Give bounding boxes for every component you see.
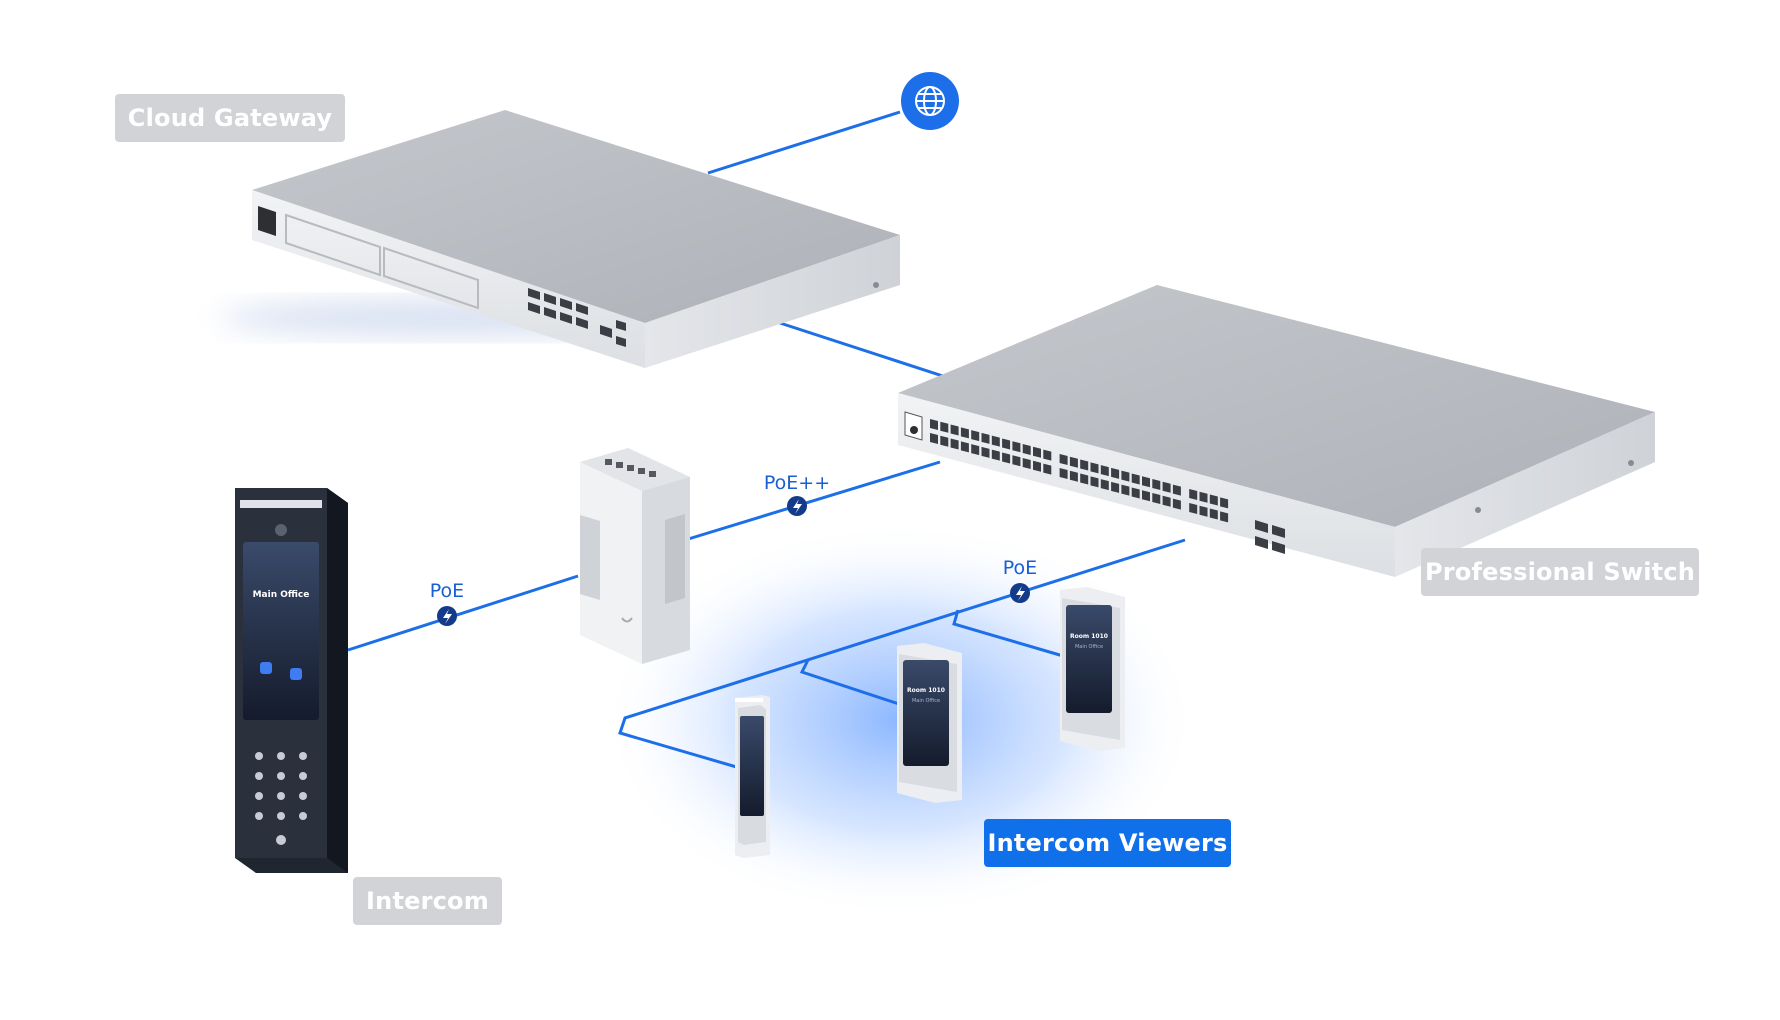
switch-port xyxy=(971,444,980,456)
switch-port xyxy=(1172,484,1181,496)
switch-port xyxy=(930,419,938,430)
switch-port xyxy=(1189,488,1198,500)
intercom-viewer-1 xyxy=(735,695,770,858)
switch-port xyxy=(950,424,959,436)
switch-port xyxy=(1002,452,1011,464)
switch-port xyxy=(1100,479,1109,491)
intercom-viewer-3 xyxy=(1060,587,1125,751)
cloud-gateway-device xyxy=(220,110,900,368)
viewer-2-screen xyxy=(903,660,949,766)
poe-hub-device xyxy=(580,448,690,664)
switch-hub-poe-plus-link xyxy=(684,460,941,542)
switch-port xyxy=(1022,444,1031,456)
switch-port xyxy=(1059,467,1068,479)
switch-port xyxy=(1199,505,1208,517)
switch-port xyxy=(1131,473,1140,485)
professional-switch-device xyxy=(898,285,1655,577)
internet-node xyxy=(901,72,959,130)
switch-port xyxy=(1100,465,1109,477)
intercom-viewers-label: Intercom Viewers xyxy=(984,819,1231,867)
switch-viewer-1-link xyxy=(618,538,1186,770)
switch-port xyxy=(940,435,949,447)
switch-port-block xyxy=(930,419,1229,523)
intercom-keypad xyxy=(255,752,307,845)
switch-port xyxy=(1033,446,1041,458)
switch-port xyxy=(1209,508,1218,520)
poe-intercom-badge: PoE xyxy=(430,580,464,626)
switch-port xyxy=(960,441,969,453)
switch-port xyxy=(1080,473,1089,485)
switch-port xyxy=(1043,463,1052,475)
poe-intercom-label: PoE xyxy=(430,580,464,602)
lightning-bolt-icon xyxy=(1016,586,1025,601)
switch-port xyxy=(1002,438,1011,450)
switch-port xyxy=(1189,502,1198,514)
switch-port xyxy=(1162,495,1171,507)
switch-viewer-2-link xyxy=(799,659,906,708)
connection-lines xyxy=(347,110,1186,770)
switch-port xyxy=(971,430,980,442)
switch-port xyxy=(1022,458,1031,470)
switch-port xyxy=(950,438,959,450)
switch-port xyxy=(1059,453,1068,465)
intercom-screen-title: Main Office xyxy=(253,590,310,600)
switch-port xyxy=(1069,470,1078,482)
intercom-device: Main Office xyxy=(235,488,348,873)
switch-port xyxy=(1199,491,1208,503)
switch-port xyxy=(1090,476,1099,488)
viewer-3-screen xyxy=(1066,605,1112,713)
viewer-1-screen xyxy=(740,716,764,816)
switch-port xyxy=(1121,470,1130,482)
poe-plus-plus-badge: PoE++ xyxy=(764,472,830,516)
internet-link xyxy=(707,110,901,175)
poe-plus-plus-label: PoE++ xyxy=(764,472,830,494)
viewer-2-room-label: Room 1010 xyxy=(907,687,945,694)
switch-port xyxy=(1043,449,1052,461)
switch-port xyxy=(1090,462,1099,474)
switch-port xyxy=(1131,487,1140,499)
gateway-switch-link xyxy=(779,321,956,382)
switch-port xyxy=(1152,479,1161,491)
switch-port xyxy=(1220,497,1229,509)
lightning-bolt-icon xyxy=(793,499,802,514)
hub-intercom-poe-link xyxy=(347,574,579,652)
switch-port xyxy=(1152,493,1161,505)
switch-port xyxy=(981,446,990,458)
professional-switch-label: Professional Switch xyxy=(1421,548,1699,596)
switch-port xyxy=(930,433,938,444)
switch-port xyxy=(1162,481,1171,493)
switch-port xyxy=(1209,494,1218,506)
viewer-2-subtitle: Main Office xyxy=(912,698,940,704)
switch-port xyxy=(1121,484,1130,496)
intercom-viewer-2 xyxy=(897,643,962,803)
intercom-viewers-group xyxy=(735,587,1125,858)
cloud-gateway-label: Cloud Gateway xyxy=(115,94,345,142)
switch-port xyxy=(1111,467,1120,479)
intercom-label: Intercom xyxy=(353,877,502,925)
switch-port xyxy=(991,449,1000,461)
globe-icon xyxy=(915,86,945,116)
lightning-bolt-icon xyxy=(443,609,452,624)
switch-port xyxy=(1220,511,1229,523)
intercom-screen xyxy=(243,542,319,720)
switch-port xyxy=(1172,498,1181,510)
switch-port xyxy=(1080,459,1089,471)
switch-port xyxy=(1033,460,1041,472)
switch-port xyxy=(1142,490,1150,502)
switch-port xyxy=(1142,476,1150,488)
switch-port xyxy=(940,421,949,433)
switch-port xyxy=(1111,481,1120,493)
switch-port xyxy=(991,435,1000,447)
poe-viewers-label: PoE xyxy=(1003,557,1037,579)
switch-viewer-3-link xyxy=(952,609,1071,660)
switch-port xyxy=(1012,455,1021,467)
viewer-3-subtitle: Main Office xyxy=(1075,644,1103,650)
switch-port xyxy=(981,432,990,444)
switch-port xyxy=(960,427,969,439)
poe-viewers-badge: PoE xyxy=(1003,557,1037,603)
viewer-3-room-label: Room 1010 xyxy=(1070,633,1108,640)
switch-port xyxy=(1012,441,1021,453)
switch-port xyxy=(1069,456,1078,468)
